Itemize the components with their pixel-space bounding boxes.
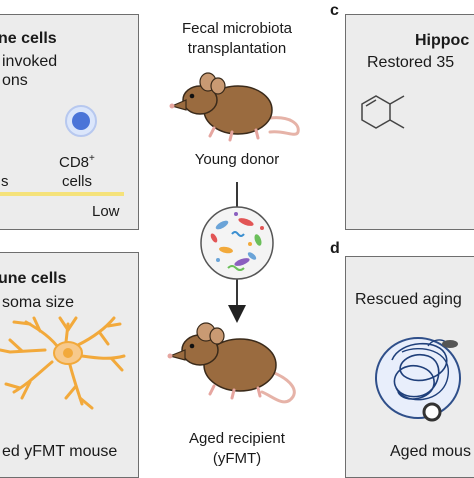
panel-a-title: ne cells xyxy=(0,30,57,47)
panel-a-line1: invoked xyxy=(2,53,58,70)
molecule-icon xyxy=(361,95,405,129)
cd8-cells-label: cells xyxy=(62,173,93,190)
panel-b-caption: ed yFMT mouse xyxy=(2,443,118,460)
cd8-label: CD8+ xyxy=(59,153,95,171)
panel-c-title: Hippoc xyxy=(415,32,470,49)
panel-d-letter: d xyxy=(330,240,340,257)
maze-arena-icon xyxy=(375,337,461,422)
cd8-superscript: + xyxy=(89,153,95,164)
donor-label: Young donor xyxy=(194,151,280,168)
panel-c-subtitle: Restored 35 xyxy=(367,54,455,71)
mouse-icon xyxy=(167,322,296,404)
center-title-line1: Fecal microbiota xyxy=(181,20,293,37)
mouse-icon xyxy=(169,72,300,142)
microbiota-icon xyxy=(200,206,274,280)
cd8-cell-icon xyxy=(65,105,97,137)
panel-a-line2: ons xyxy=(2,72,28,89)
neuron-icon xyxy=(0,316,126,410)
recipient-label-line1: Aged recipient xyxy=(189,430,285,447)
panel-b-subtitle: soma size xyxy=(2,294,75,311)
panel-d-title: Rescued aging xyxy=(355,291,462,308)
panel-b-title: une cells xyxy=(0,270,67,287)
recipient-label-line2: (yFMT) xyxy=(212,450,262,467)
center-title-line2: transplantation xyxy=(187,40,287,57)
low-label: Low xyxy=(92,203,120,220)
panel-c-letter: c xyxy=(330,2,339,19)
gradient-bar xyxy=(0,192,124,196)
cd8-text: CD8 xyxy=(59,154,90,171)
panel-d-caption: Aged mous xyxy=(390,443,471,460)
panel-a-left-fragment: s xyxy=(1,173,9,190)
